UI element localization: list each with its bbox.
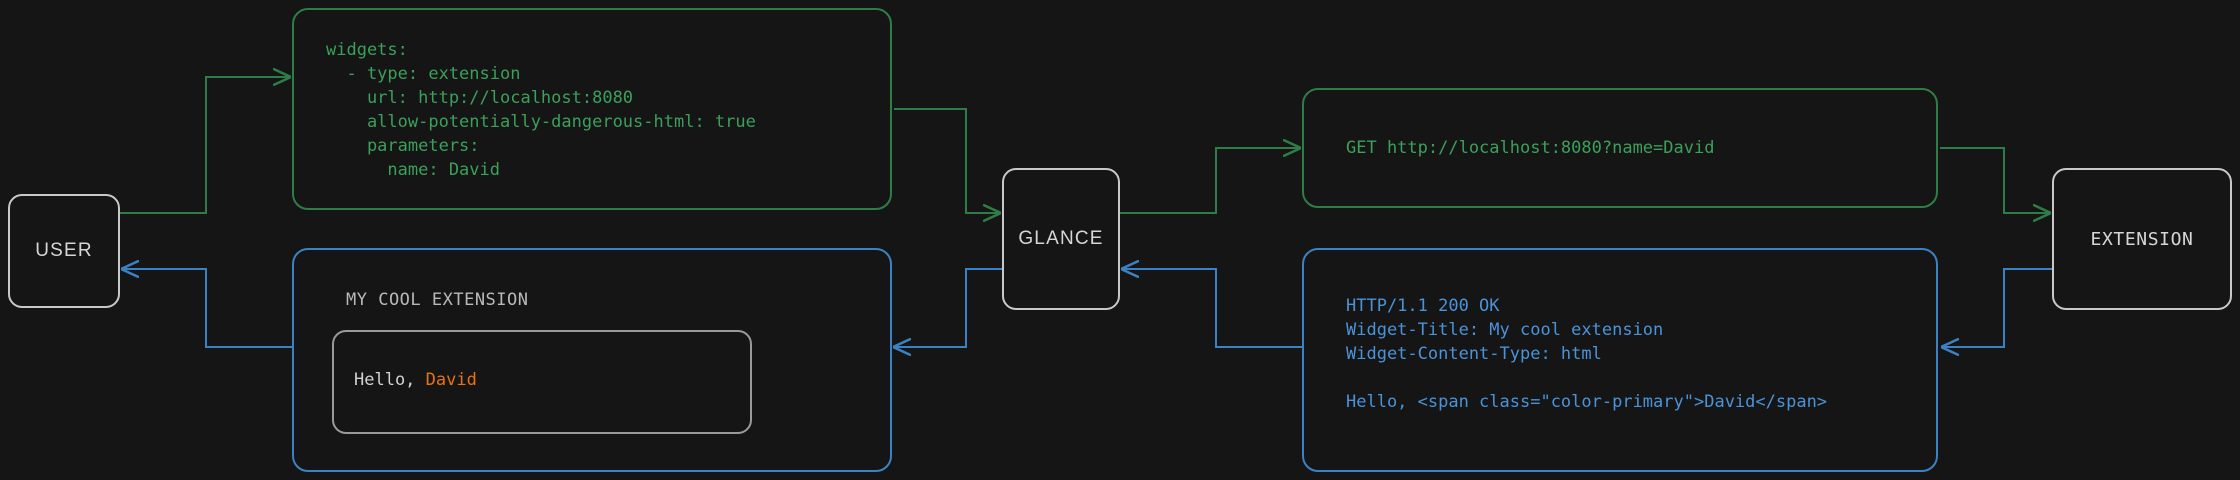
wire-widget-to-user (122, 269, 292, 348)
panel-rendered-widget: MY COOL EXTENSION Hello, David (292, 248, 892, 472)
http-response-code: HTTP/1.1 200 OK Widget-Title: My cool ex… (1346, 296, 1828, 412)
wire-request-to-extension (1940, 147, 2050, 213)
wire-config-to-glance (894, 108, 1000, 213)
widget-card-text-accent: David (425, 370, 477, 390)
panel-http-request: GET http://localhost:8080?name=David (1302, 88, 1938, 208)
node-glance[interactable]: GLANCE (1002, 168, 1120, 310)
node-user-label: USER (35, 240, 93, 261)
wire-extension-to-response (1942, 268, 2052, 347)
wire-glance-to-widget (894, 268, 1002, 347)
http-request-code: GET http://localhost:8080?name=David (1346, 138, 1715, 158)
node-user[interactable]: USER (8, 194, 120, 308)
panel-config-yaml: widgets: - type: extension url: http://l… (292, 8, 892, 210)
panel-http-response: HTTP/1.1 200 OK Widget-Title: My cool ex… (1302, 248, 1938, 472)
node-glance-label: GLANCE (1018, 228, 1104, 249)
widget-card-text: Hello, David (354, 370, 477, 390)
widget-card: Hello, David (332, 330, 752, 434)
widget-title: MY COOL EXTENSION (346, 290, 529, 310)
wire-response-to-glance (1122, 269, 1302, 348)
node-extension[interactable]: EXTENSION (2052, 168, 2232, 310)
config-yaml-code: widgets: - type: extension url: http://l… (326, 40, 756, 180)
widget-card-text-prefix: Hello, (354, 370, 426, 390)
wire-glance-to-request (1120, 148, 1300, 214)
wire-user-to-config (120, 77, 290, 214)
node-extension-label: EXTENSION (2090, 228, 2194, 250)
